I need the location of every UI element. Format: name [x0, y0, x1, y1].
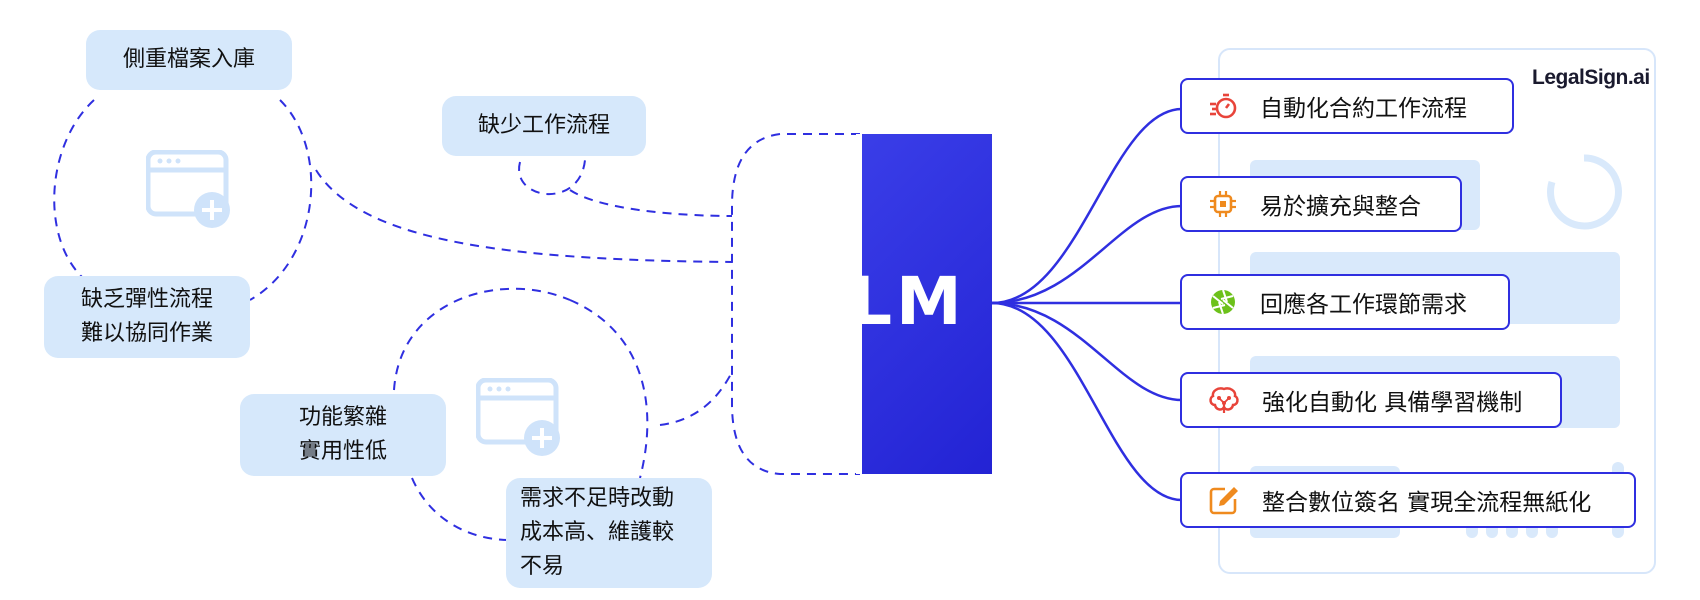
problem-pill-archive: 側重檔案入庫	[86, 30, 292, 90]
feature-extensible: 易於擴充與整合	[1180, 176, 1462, 232]
dashed-circle-bottom	[393, 287, 571, 391]
window-add-icon	[476, 378, 560, 456]
dashed-link-1	[315, 169, 733, 263]
feature-label: 自動化合約工作流程	[1260, 96, 1467, 122]
branch-1	[991, 107, 1183, 305]
pen-icon	[1209, 487, 1238, 515]
problem-pill-inflexible: 缺乏彈性流程 難以協同作業	[44, 276, 250, 358]
problem-pill-costly: 需求不足時改動 成本高、維護較 不易	[506, 478, 712, 588]
ghost-ring-icon	[1547, 154, 1622, 230]
feature-responsive: 回應各工作環節需求	[1180, 274, 1510, 330]
window-add-icon	[146, 150, 230, 228]
dashed-link-2	[569, 189, 733, 217]
branch-5	[991, 301, 1183, 502]
feature-label: 易於擴充與整合	[1260, 194, 1421, 220]
center-label: LM	[850, 263, 966, 340]
dashed-bracket	[731, 133, 860, 475]
dashed-circle-top	[53, 99, 101, 291]
brand-logo: LegalSign.ai	[1532, 66, 1650, 89]
feature-label: 強化自動化 具備學習機制	[1262, 390, 1523, 416]
timer-icon	[1210, 93, 1237, 119]
feature-label: 整合數位簽名 實現全流程無紙化	[1262, 490, 1592, 516]
feature-automated-workflow: 自動化合約工作流程	[1180, 78, 1514, 134]
dashed-loop	[518, 159, 586, 196]
feature-learning: 強化自動化 具備學習機制	[1180, 372, 1562, 428]
center-dashed-edge	[856, 134, 862, 474]
branch-4	[991, 301, 1183, 402]
brain-icon	[1209, 387, 1239, 413]
center-block	[860, 134, 992, 474]
feature-e-signature: 整合數位簽名 實現全流程無紙化	[1180, 472, 1636, 528]
problem-pill-complex: 功能繁雜 實用性低	[240, 394, 446, 476]
feature-label: 回應各工作環節需求	[1260, 292, 1467, 318]
aperture-icon	[1211, 289, 1235, 315]
branch-2	[991, 204, 1183, 305]
problem-pill-no-workflow: 缺少工作流程	[442, 96, 646, 156]
chip-icon	[1210, 191, 1236, 217]
dashed-link-3	[659, 371, 733, 426]
